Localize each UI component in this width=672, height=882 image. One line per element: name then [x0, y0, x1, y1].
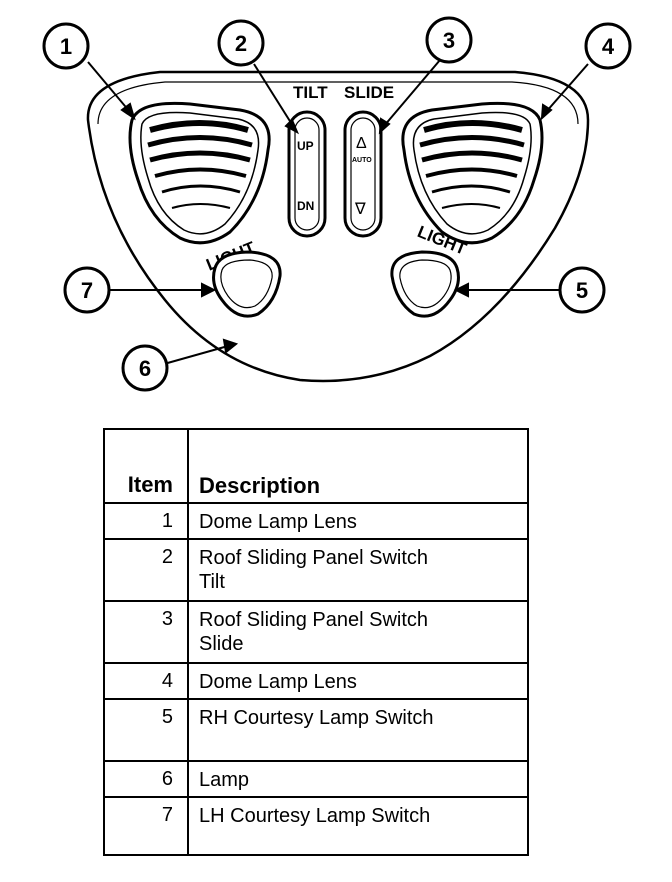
left-dome-lamp-lens: [128, 101, 271, 245]
legend-table: Item Description 1 Dome Lamp Lens 2 Roof…: [103, 428, 529, 856]
legend-item-number: 1: [104, 502, 189, 539]
svg-text:3: 3: [443, 28, 455, 53]
legend-item-number: 3: [104, 600, 189, 663]
legend-item-number: 7: [104, 796, 189, 855]
legend-row: 7 LH Courtesy Lamp Switch: [104, 796, 528, 855]
lh-courtesy-lamp-switch[interactable]: [212, 250, 282, 318]
console-diagram: TILT SLIDE UP DN Δ AUTO ∇ LIGHT LIGHT: [42, 16, 632, 392]
tilt-switch[interactable]: UP DN: [287, 110, 327, 238]
tilt-up-label: UP: [297, 139, 314, 153]
svg-text:1: 1: [60, 34, 72, 59]
callout-1: 1: [42, 22, 90, 70]
right-dome-lamp-lens: [401, 101, 544, 245]
legend-description: LH Courtesy Lamp Switch: [188, 796, 528, 855]
legend-item-number: 6: [104, 760, 189, 797]
legend-row: 4 Dome Lamp Lens: [104, 662, 528, 699]
slide-label: SLIDE: [344, 83, 394, 102]
console-inner-edge: [97, 81, 579, 125]
description-column-header: Description: [199, 473, 321, 498]
svg-text:6: 6: [139, 356, 151, 381]
legend-description: Dome Lamp Lens: [188, 662, 528, 699]
callout-2: 2: [217, 19, 265, 67]
legend-description: Lamp: [188, 760, 528, 797]
callout-6: 6: [121, 344, 169, 392]
slide-auto-label: AUTO: [352, 157, 372, 164]
slide-up-arrow-icon: Δ: [356, 135, 367, 152]
legend-description: RH Courtesy Lamp Switch: [188, 698, 528, 761]
legend-header-row: Item Description: [104, 429, 528, 503]
item-column-header: Item: [104, 429, 189, 503]
callout-3: 3: [425, 16, 473, 64]
svg-text:4: 4: [602, 34, 615, 59]
legend-item-number: 2: [104, 538, 189, 601]
svg-text:5: 5: [576, 278, 588, 303]
svg-text:2: 2: [235, 31, 247, 56]
legend-item-number: 5: [104, 698, 189, 761]
rh-courtesy-lamp-switch[interactable]: [390, 250, 460, 318]
legend-row: 5 RH Courtesy Lamp Switch: [104, 698, 528, 761]
slide-down-arrow-icon: ∇: [354, 201, 366, 218]
legend-item-number: 4: [104, 662, 189, 699]
tilt-down-label: DN: [297, 199, 314, 213]
callout-4: 4: [584, 22, 632, 70]
tilt-label: TILT: [293, 83, 328, 102]
legend-row: 1 Dome Lamp Lens: [104, 502, 528, 539]
svg-text:7: 7: [81, 278, 93, 303]
callout-5: 5: [558, 266, 606, 314]
legend-row: 6 Lamp: [104, 760, 528, 797]
leader-lines: [87, 59, 589, 365]
legend-description: Dome Lamp Lens: [188, 502, 528, 539]
slide-switch[interactable]: Δ AUTO ∇: [343, 110, 383, 238]
callout-7: 7: [63, 266, 111, 314]
console-housing: [86, 70, 590, 383]
